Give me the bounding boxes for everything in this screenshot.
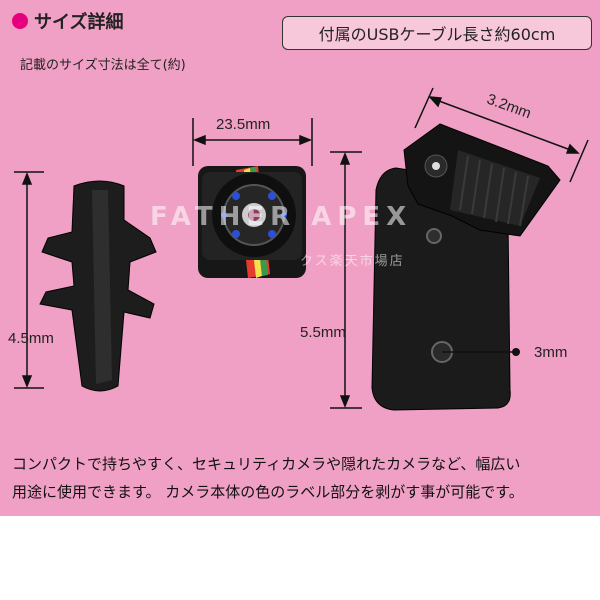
bullet-icon (12, 13, 28, 29)
clip-height-dimension-label: 4.5mm (8, 330, 54, 347)
mount-height-dimension-label: 5.5mm (300, 324, 346, 341)
product-illustration (14, 87, 589, 411)
description-line-2: 用途に使用できます。 カメラ本体の色のラベル部分を剥がす事が可能です。 (12, 483, 524, 501)
section-title: サイズ詳細 (34, 12, 124, 33)
mount-plate (371, 123, 561, 411)
width-dimension-label: 23.5mm (216, 116, 271, 133)
camera-cube (198, 166, 306, 278)
product-description: コンパクトで持ちやすく、セキュリティカメラや隠れたカメラなど、幅広い 用途に使用… (12, 450, 592, 506)
dimension-note: 記載のサイズ寸法は全て(約) (20, 58, 186, 73)
title-row: サイズ詳細 (12, 8, 123, 34)
description-line-1: コンパクトで持ちやすく、セキュリティカメラや隠れたカメラなど、幅広い (12, 455, 521, 473)
watermark-sub: クス楽天市場店 (300, 254, 405, 269)
clip-side-view (39, 180, 157, 392)
hole-dimension-label: 3mm (534, 344, 568, 361)
usb-cable-note: 付属のUSBケーブル長さ約60cm (282, 16, 592, 50)
watermark-brand: FATHER APEX (150, 202, 413, 232)
